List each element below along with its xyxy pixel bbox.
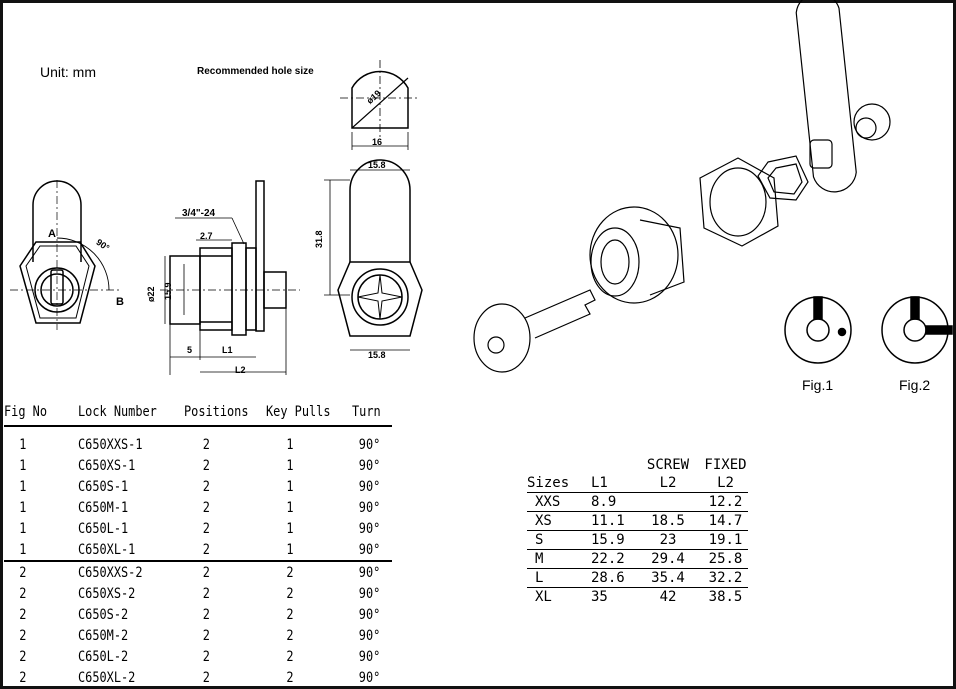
fixed-header: FIXED	[704, 457, 747, 473]
col-positions: Positions	[184, 398, 254, 427]
side-view	[160, 180, 300, 375]
dim5-label: 5	[187, 345, 193, 355]
fig1-label: Fig.1	[802, 377, 834, 393]
screw-header: SCREW	[646, 457, 690, 473]
exploded-assembly	[473, 0, 891, 373]
size-table-header: Sizes L1 L2 L2	[527, 474, 748, 493]
col-fig-no: Fig No	[4, 398, 67, 427]
dia22-label: ø22	[146, 286, 156, 302]
rear-view	[324, 159, 423, 351]
hole-diagram	[340, 60, 420, 150]
dim27-label: 2.7	[200, 231, 213, 241]
thread-label: 3/4"-24	[182, 208, 216, 219]
height318-label: 31.8	[314, 230, 324, 248]
col-lock-number: Lock Number	[78, 398, 169, 427]
col-key-pulls: Key Pulls	[266, 398, 340, 427]
fig1-diagram	[784, 296, 852, 364]
front-view	[10, 180, 120, 330]
lock-table: Fig No Lock Number Positions Key Pulls T…	[4, 398, 392, 688]
dim159-label: 15.9	[163, 282, 173, 300]
size-table-group-header: SCREW FIXED	[527, 456, 748, 474]
width16-label: 16	[372, 137, 383, 147]
position-b-label: B	[116, 296, 124, 308]
lock-table-header: Fig No Lock Number Positions Key Pulls T…	[4, 398, 392, 427]
hole-size-label: Recommended hole size	[197, 66, 314, 77]
position-a-label: A	[48, 228, 56, 240]
l2-label: L2	[235, 365, 246, 375]
fig2-diagram	[881, 296, 953, 364]
l1-label: L1	[222, 345, 233, 355]
bot158-label: 15.8	[368, 350, 386, 360]
top158-label: 15.8	[368, 160, 386, 170]
fig2-label: Fig.2	[899, 377, 931, 393]
unit-label: Unit: mm	[40, 64, 96, 80]
col-turn: Turn	[352, 398, 386, 427]
